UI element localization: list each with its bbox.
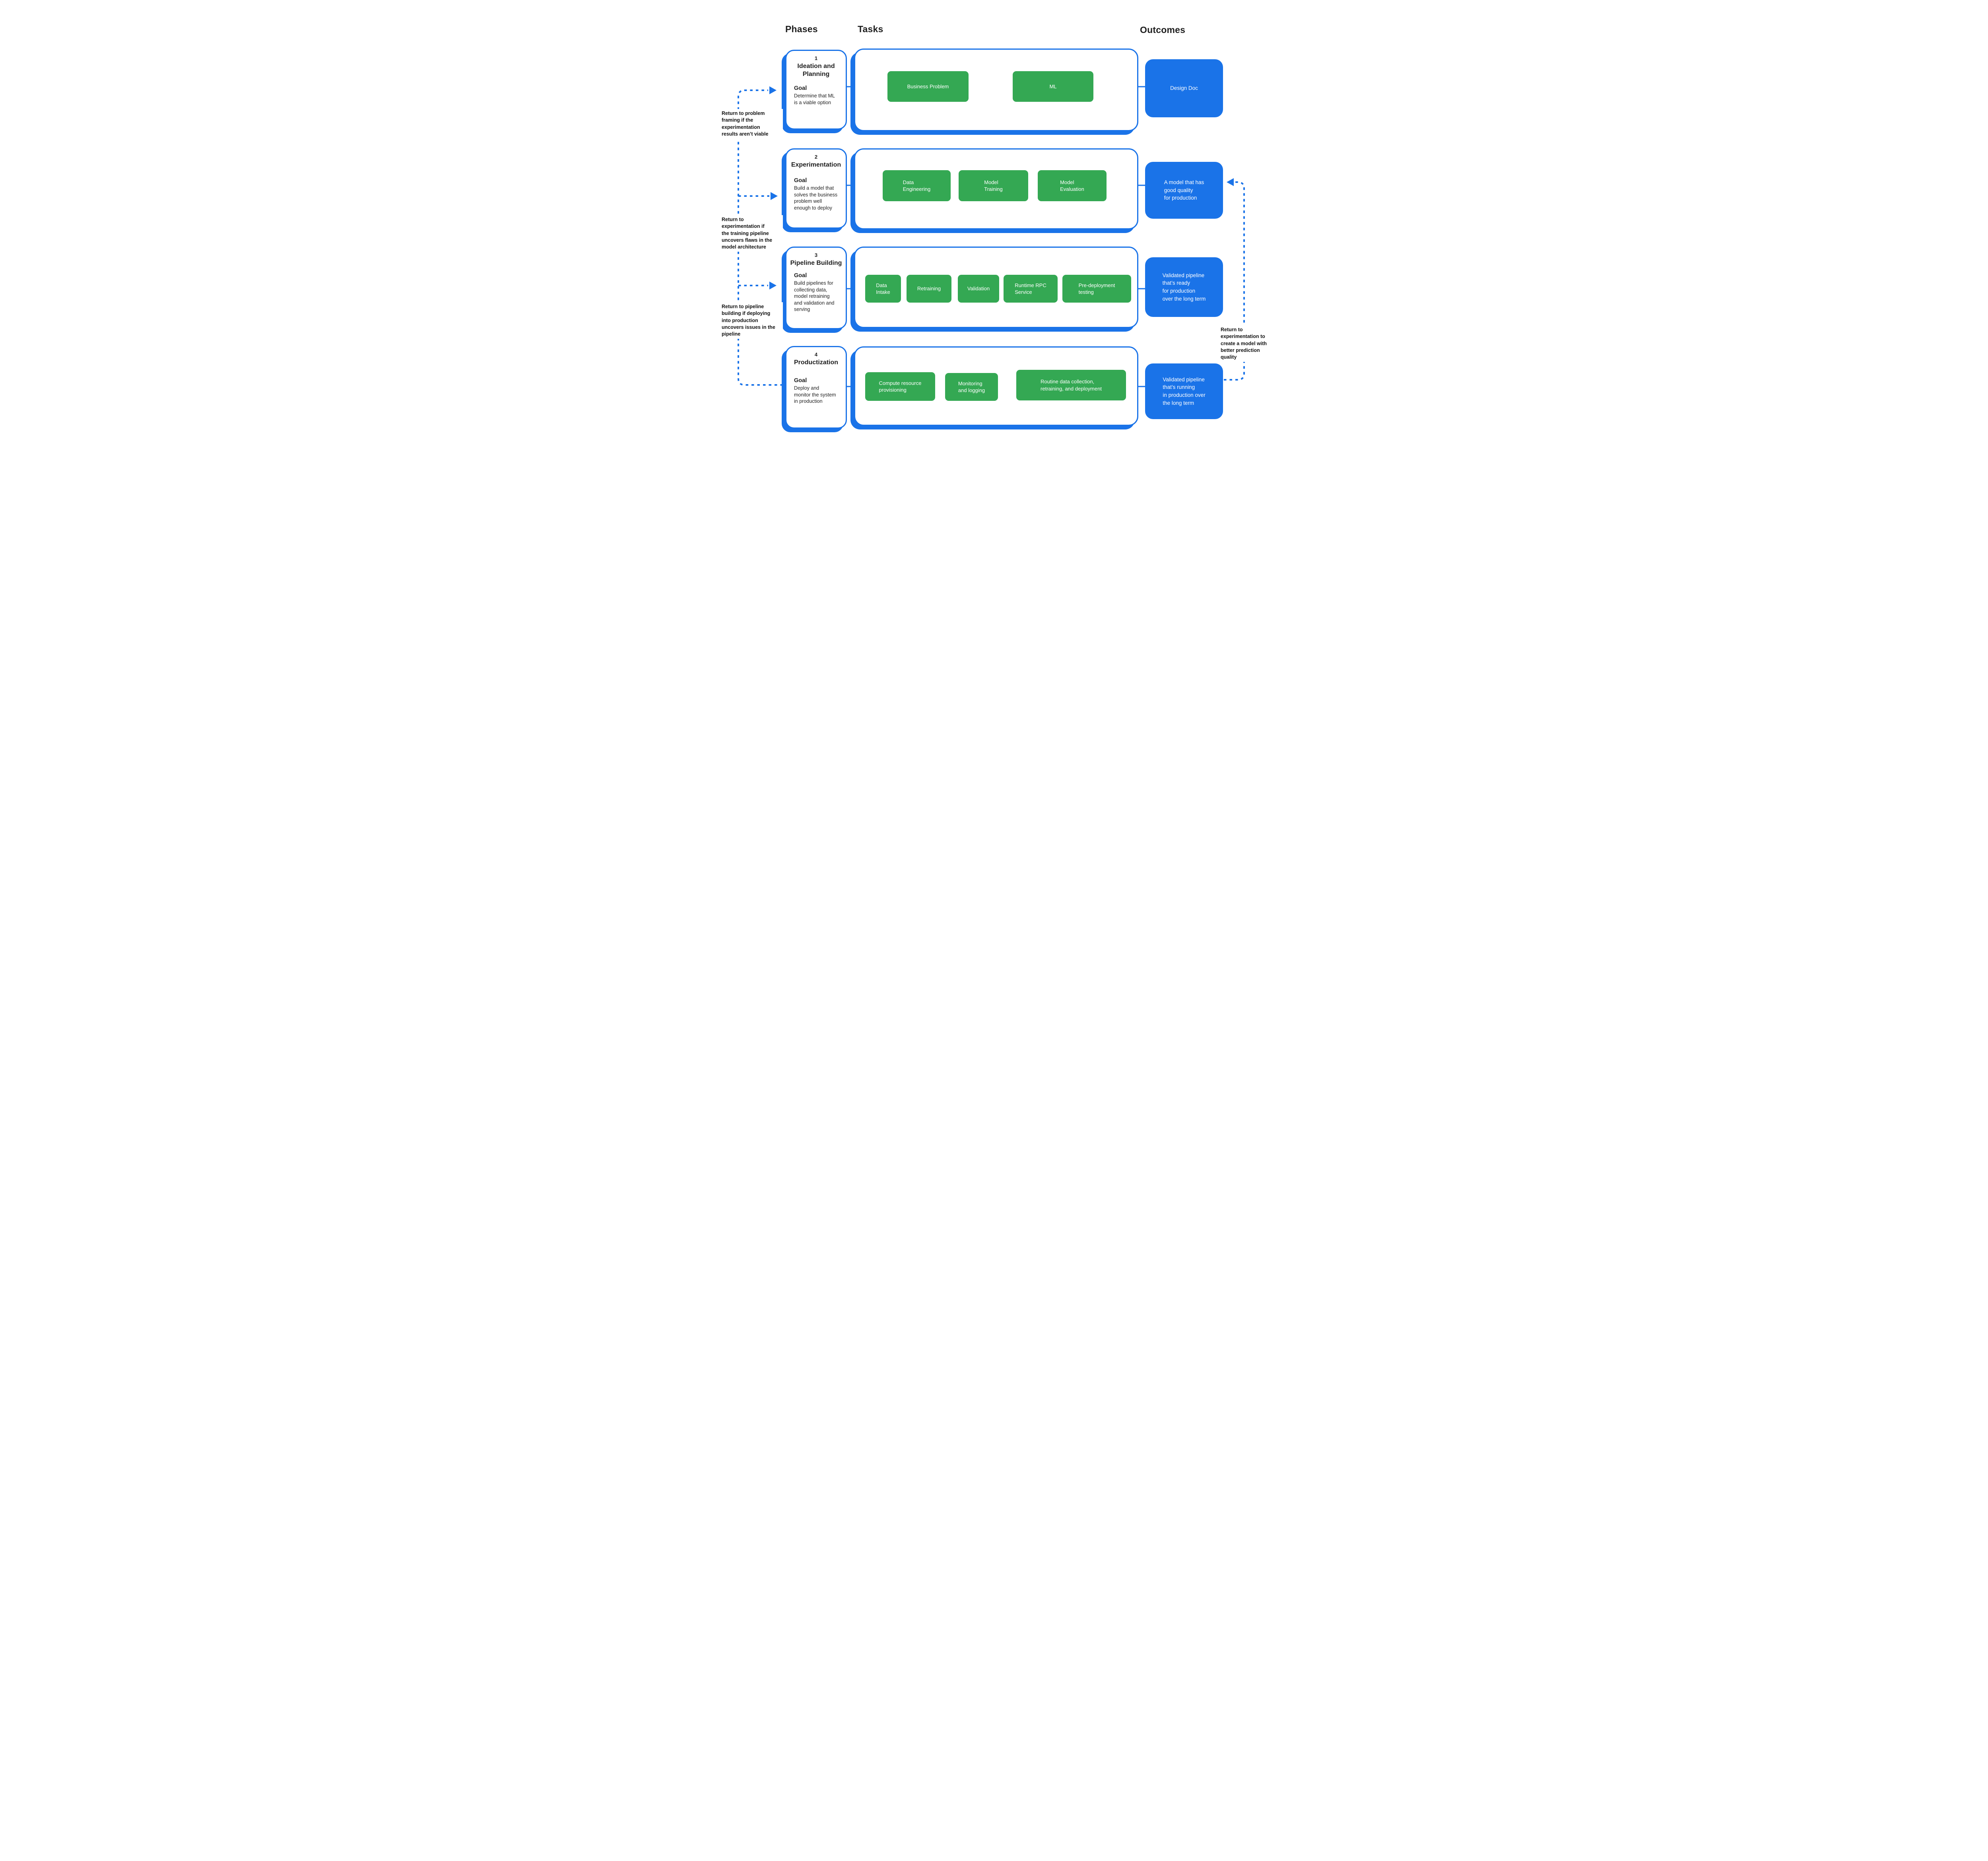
task-label: ML xyxy=(1049,83,1057,89)
outcome-validated-pipeline-ready: Validated pipeline that’s ready for prod… xyxy=(1145,257,1223,317)
phase-card-experimentation: 2 Experimentation Goal Build a model tha… xyxy=(785,148,847,229)
task-label: Data Engineering xyxy=(903,179,931,192)
ml-lifecycle-diagram: Phases Tasks Outcomes 1 Ideation and Pla… xyxy=(712,0,1276,465)
phase-number: 4 xyxy=(814,352,818,357)
goal-text: Build a model that solves the business p… xyxy=(794,185,838,211)
goal-label: Goal xyxy=(794,85,807,91)
goal-text: Deploy and monitor the system in product… xyxy=(794,385,836,404)
return-path-right xyxy=(1224,181,1245,381)
task-runtime-rpc-service: Runtime RPC Service xyxy=(1004,275,1058,303)
phase-number: 1 xyxy=(814,55,818,61)
phase-title: Pipeline Building xyxy=(790,260,842,266)
task-data-intake: Data Intake xyxy=(865,275,901,303)
task-routine-data-collection: Routine data collection, retraining, and… xyxy=(1016,370,1126,400)
return-path-left xyxy=(738,89,783,386)
task-retraining: Retraining xyxy=(907,275,951,303)
outcome-model-good-quality: A model that has good quality for produc… xyxy=(1145,162,1223,219)
phases-column-header: Phases xyxy=(785,24,818,34)
phase-number: 2 xyxy=(814,154,818,160)
arrowhead-to-outcome2-icon xyxy=(1227,178,1234,186)
task-label: Monitoring and logging xyxy=(958,380,985,393)
task-label: Retraining xyxy=(917,286,941,292)
annotation-return-pipeline-building: Return to pipeline building if deploying… xyxy=(721,302,783,339)
task-label: Compute resource provisioning xyxy=(879,380,922,393)
task-label: Model Evaluation xyxy=(1060,179,1084,192)
phase-card-productization: 4 Productization Goal Deploy and monitor… xyxy=(785,346,847,429)
task-data-engineering: Data Engineering xyxy=(883,170,951,201)
phase-card-ideation: 1 Ideation and Planning Goal Determine t… xyxy=(785,50,847,130)
task-validation: Validation xyxy=(958,275,999,303)
annotation-return-problem-framing: Return to problem framing if the experim… xyxy=(721,109,783,139)
outcome-label: Design Doc xyxy=(1170,85,1198,91)
task-label: Data Intake xyxy=(876,282,890,295)
task-model-training: Model Training xyxy=(959,170,1028,201)
goal-text: Build pipelines for collecting data, mod… xyxy=(794,280,835,312)
arrowhead-to-phase3-icon xyxy=(769,282,777,289)
goal-text: Determine that ML is a viable option xyxy=(794,93,835,105)
goal-label: Goal xyxy=(794,272,807,279)
phase-title: Ideation and Planning xyxy=(797,63,835,78)
outcome-validated-pipeline-running: Validated pipeline that’s running in pro… xyxy=(1145,363,1223,419)
task-monitoring-and-logging: Monitoring and logging xyxy=(945,373,998,401)
task-label: Validation xyxy=(967,286,990,292)
annotation-return-better-prediction: Return to experimentation to create a mo… xyxy=(1220,325,1276,362)
goal-label: Goal xyxy=(794,177,807,184)
task-ml: ML xyxy=(1013,71,1093,102)
task-label: Model Training xyxy=(984,179,1003,192)
tasks-column-header: Tasks xyxy=(858,24,883,34)
outcome-label: Validated pipeline that’s running in pro… xyxy=(1163,376,1206,406)
annotation-return-experimentation: Return to experimentation if the trainin… xyxy=(721,215,783,252)
task-label: Pre-deployment testing xyxy=(1078,282,1115,295)
task-business-problem: Business Problem xyxy=(887,71,969,102)
goal-label: Goal xyxy=(794,377,807,384)
task-label: Business Problem xyxy=(907,83,949,89)
outcome-label: Validated pipeline that’s ready for prod… xyxy=(1162,272,1206,302)
outcomes-column-header: Outcomes xyxy=(1140,25,1186,35)
task-pre-deployment-testing: Pre-deployment testing xyxy=(1062,275,1131,303)
phase-card-pipeline-building: 3 Pipeline Building Goal Build pipelines… xyxy=(785,247,847,329)
arrowhead-to-phase1-icon xyxy=(769,86,777,94)
task-model-evaluation: Model Evaluation xyxy=(1038,170,1107,201)
phase-title: Experimentation xyxy=(791,161,841,168)
task-label: Runtime RPC Service xyxy=(1015,282,1046,295)
phase-title: Productization xyxy=(794,359,839,366)
arrowhead-to-phase2-icon xyxy=(771,192,778,200)
task-label: Routine data collection, retraining, and… xyxy=(1041,379,1102,392)
phase-number: 3 xyxy=(814,252,818,258)
outcome-label: A model that has good quality for produc… xyxy=(1164,179,1204,201)
task-compute-resource-provisioning: Compute resource provisioning xyxy=(865,372,935,401)
outcome-design-doc: Design Doc xyxy=(1145,59,1223,117)
